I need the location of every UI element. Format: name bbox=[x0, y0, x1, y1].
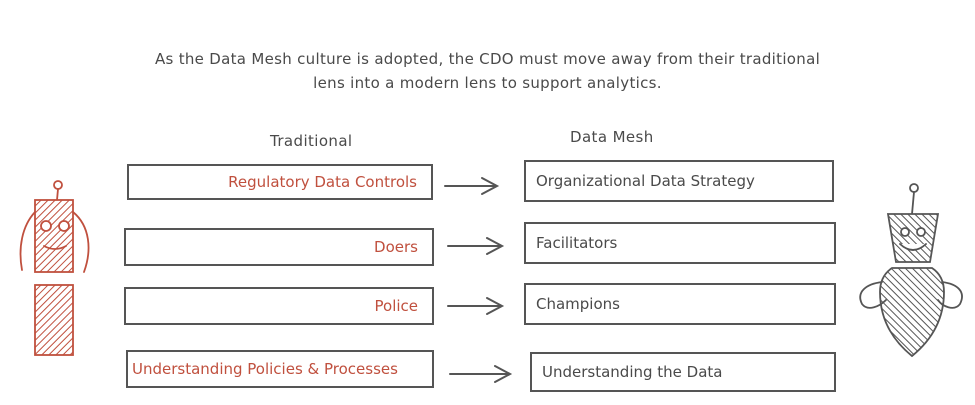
mesh-label: Organizational Data Strategy bbox=[536, 171, 755, 190]
mesh-box-facilitators: Facilitators bbox=[524, 222, 836, 264]
mesh-label: Facilitators bbox=[536, 233, 618, 252]
arrow-icon bbox=[447, 297, 505, 315]
traditional-label: Understanding Policies & Processes bbox=[132, 359, 398, 378]
traditional-label: Regulatory Data Controls bbox=[228, 172, 417, 191]
traditional-box-regulatory: Regulatory Data Controls bbox=[127, 164, 433, 200]
traditional-box-doers: Doers bbox=[124, 228, 434, 266]
traditional-robot-icon bbox=[19, 180, 90, 356]
mesh-box-champions: Champions bbox=[524, 283, 836, 325]
mesh-label: Understanding the Data bbox=[542, 362, 723, 381]
traditional-label: Doers bbox=[374, 237, 418, 256]
modern-robot-icon bbox=[859, 183, 963, 358]
mesh-box-organizational-strategy: Organizational Data Strategy bbox=[524, 160, 834, 202]
traditional-box-understanding-policies: Understanding Policies & Processes bbox=[126, 350, 434, 388]
traditional-label: Police bbox=[374, 296, 419, 315]
heading-traditional: Traditional bbox=[270, 132, 353, 150]
arrow-icon bbox=[447, 237, 505, 255]
heading-data-mesh: Data Mesh bbox=[570, 128, 654, 146]
mesh-label: Champions bbox=[536, 294, 620, 313]
arrow-icon bbox=[449, 365, 513, 383]
caption-line-1: As the Data Mesh culture is adopted, the… bbox=[154, 50, 821, 68]
mesh-box-understanding-data: Understanding the Data bbox=[530, 352, 836, 392]
traditional-box-police: Police bbox=[124, 287, 434, 325]
arrow-icon bbox=[444, 177, 500, 195]
caption-line-2: lens into a modern lens to support analy… bbox=[313, 74, 662, 92]
